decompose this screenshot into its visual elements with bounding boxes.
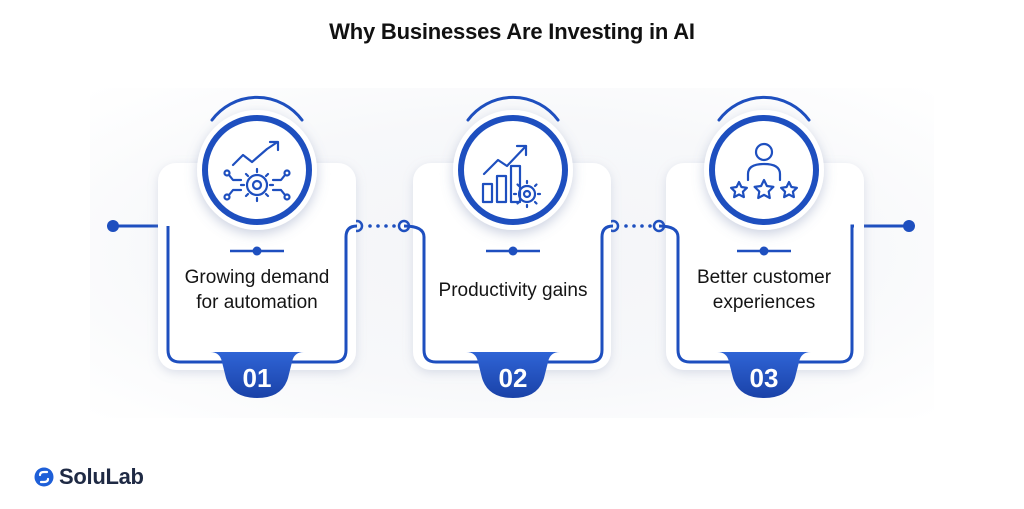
step-2-number: 02 <box>498 363 528 393</box>
step-2-arc <box>466 95 560 122</box>
step-1-number: 01 <box>242 363 272 393</box>
step-2-badge <box>466 352 560 398</box>
step-1-divider <box>230 246 284 256</box>
brand-logo: SoluLab <box>34 464 144 490</box>
step-1-text: Growing demand for automation <box>184 267 330 313</box>
connector-1-2 <box>350 219 411 233</box>
step-card-2 <box>403 95 614 398</box>
brand-name: SoluLab <box>59 464 144 489</box>
bar-chart-gear-icon <box>481 144 542 209</box>
automation-gear-growth-icon <box>223 140 291 203</box>
step-3-text: Better customer experiences <box>696 267 832 313</box>
step-3-badge <box>717 352 811 398</box>
step-3-divider <box>737 246 791 256</box>
step-3-number: 03 <box>749 363 779 393</box>
step-card-1 <box>158 95 358 398</box>
customer-rating-stars-icon <box>730 142 798 200</box>
step-1-badge <box>210 352 304 398</box>
step-card-3 <box>658 95 864 398</box>
page-title: Why Businesses Are Investing in AI <box>329 19 695 44</box>
step-3-icon-circle <box>704 110 824 230</box>
connector-2-3 <box>606 219 666 233</box>
step-2-icon-circle <box>453 110 573 230</box>
step-2-text: Productivity gains <box>438 280 588 301</box>
step-2-divider <box>486 246 540 256</box>
step-1-arc <box>210 95 304 122</box>
solulab-logo-icon <box>34 467 54 487</box>
step-3-arc <box>717 95 811 122</box>
